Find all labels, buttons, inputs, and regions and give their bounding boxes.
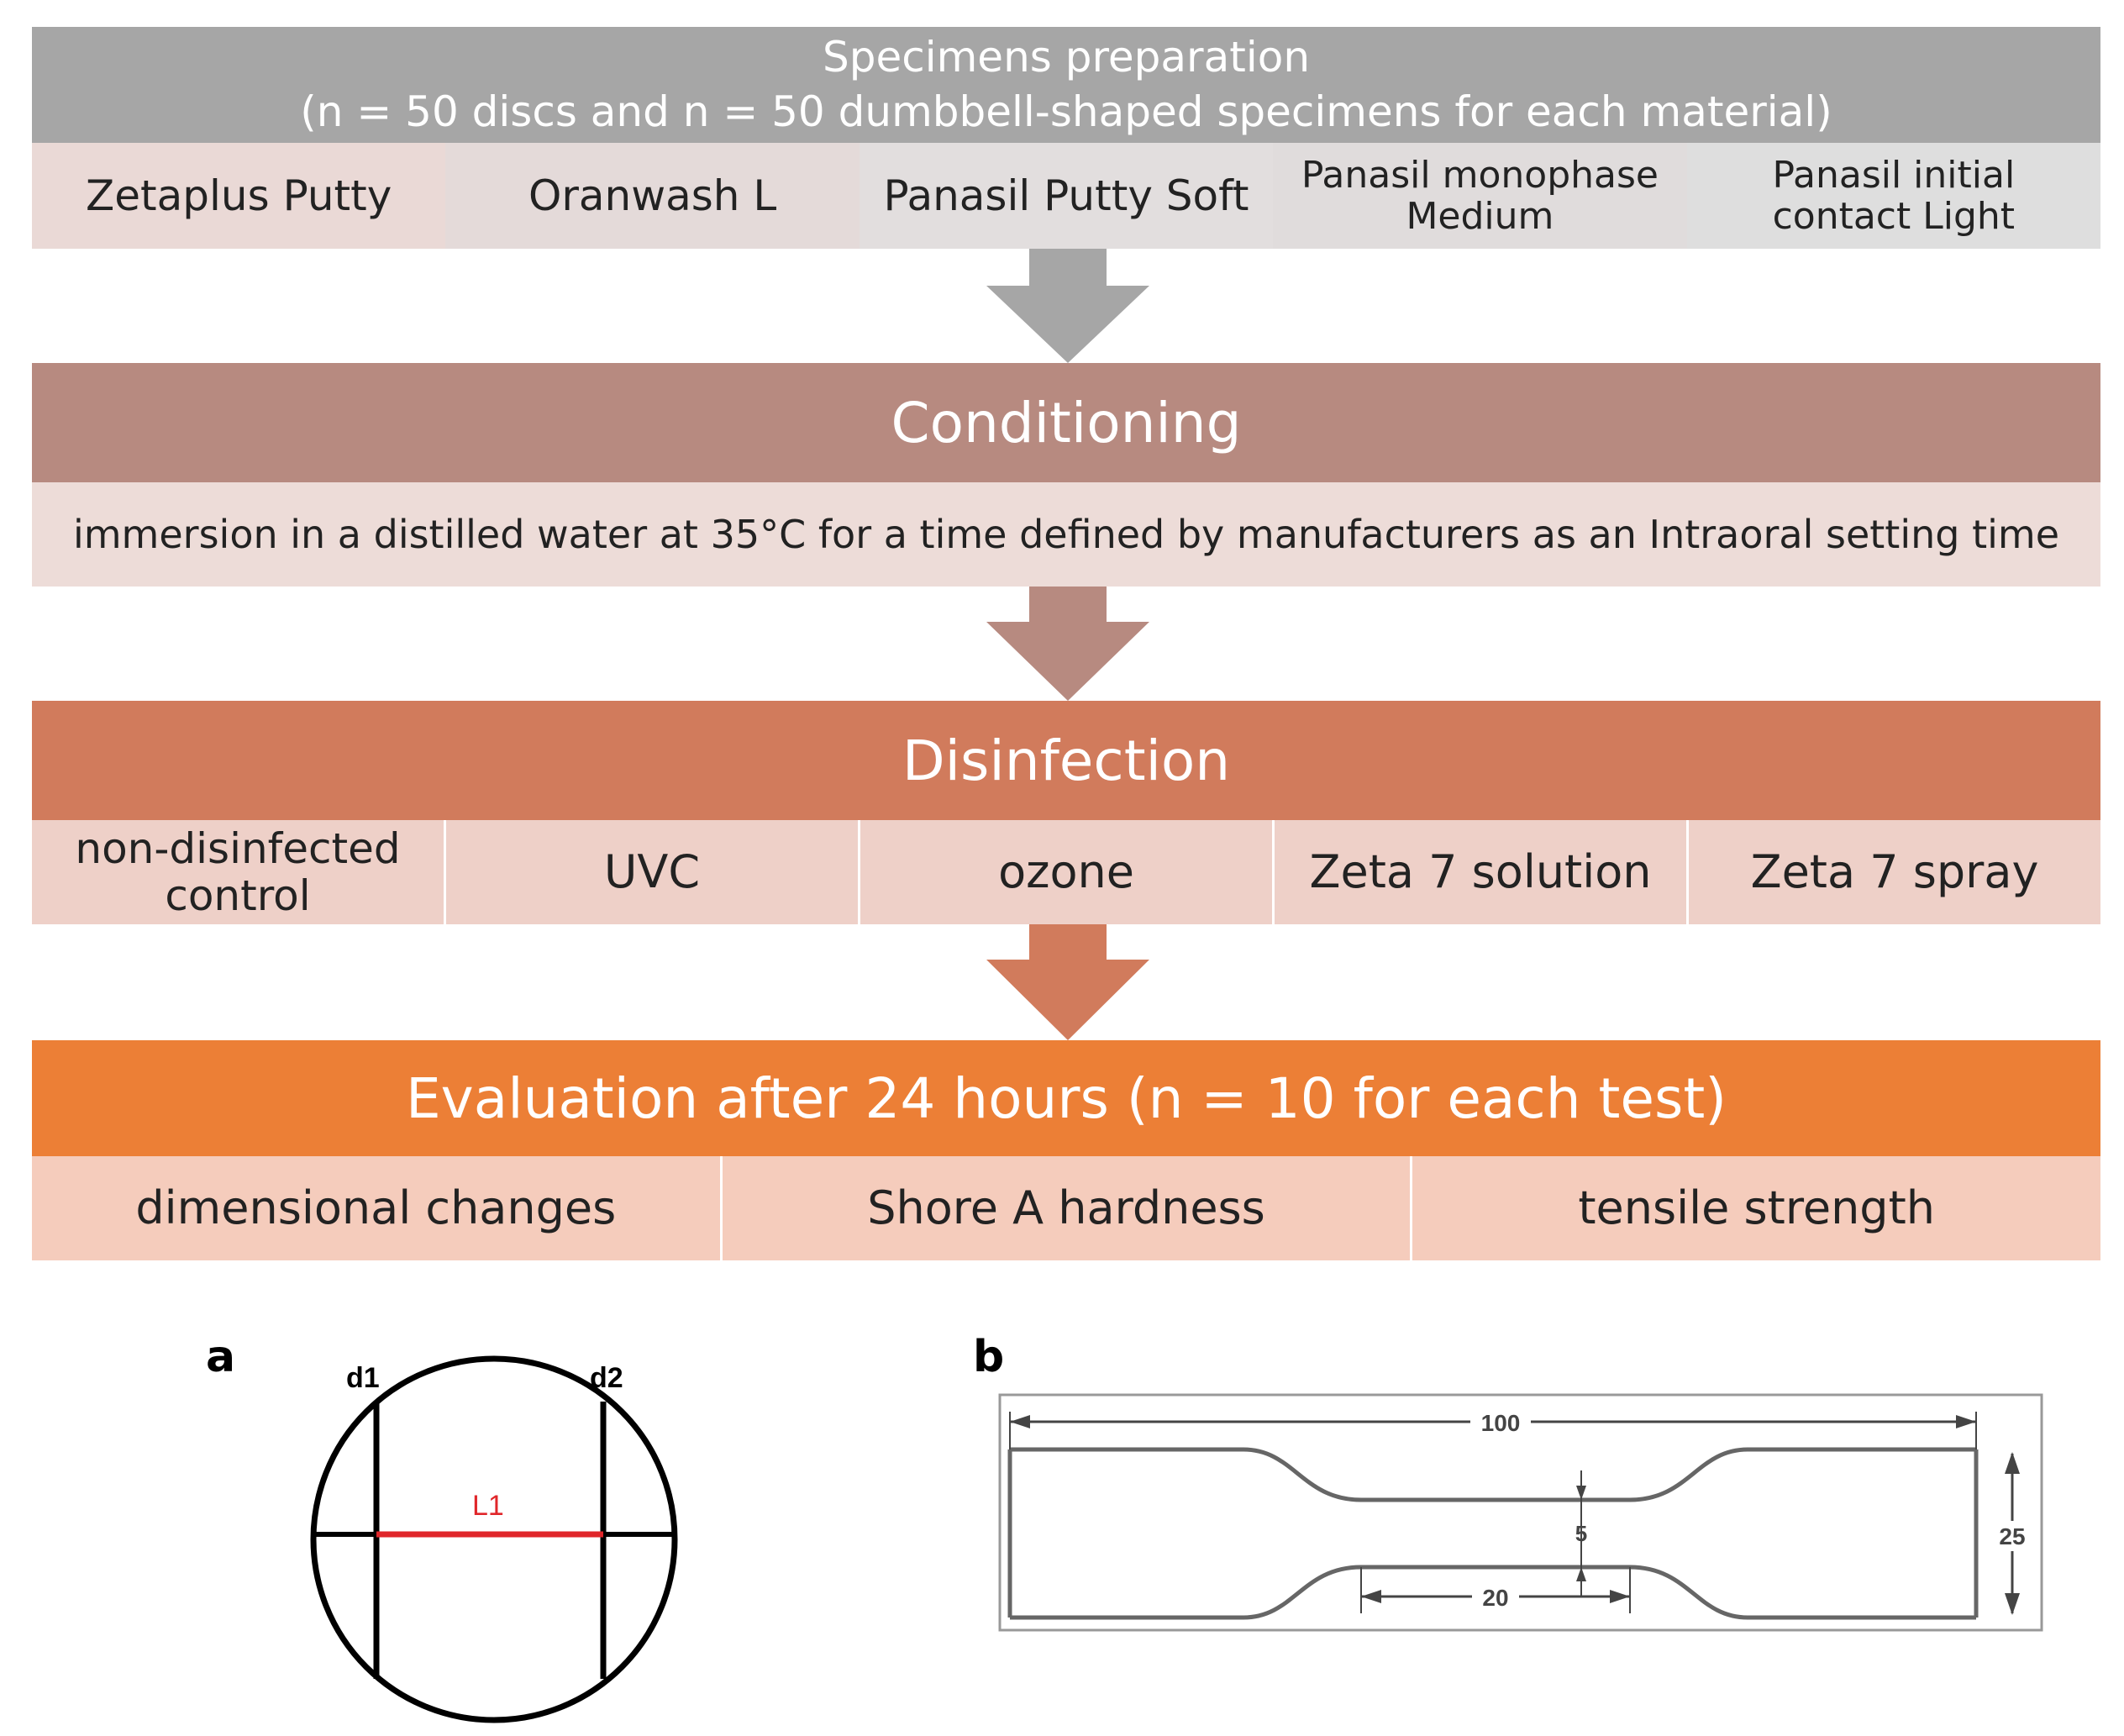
disinfection-header: Disinfection (32, 701, 2100, 820)
material-zetaplus-putty: Zetaplus Putty (32, 143, 446, 249)
conditioning-header: Conditioning (32, 363, 2100, 482)
outer-frame (998, 1393, 2043, 1632)
method-uvc: UVC (446, 820, 860, 924)
specimen-top-edge (1010, 1447, 1976, 1502)
method-non-disinfected-control: non-disinfected control (32, 820, 446, 924)
neck-width-label: 5 (1575, 1521, 1587, 1546)
dumbbell-specimen-diagram: 100 25 5 20 (998, 1393, 2043, 1632)
disinfection-methods-row: non-disinfected control UVC ozone Zeta 7… (32, 820, 2100, 924)
specimen-bottom-edge (1010, 1565, 1976, 1620)
material-panasil-monophase-medium: Panasil monophase Medium (1273, 143, 1687, 249)
arrow-down-1 (986, 249, 1149, 363)
d1-label: d1 (346, 1362, 380, 1394)
specimens-preparation-title: Specimens preparation (822, 33, 1311, 82)
material-panasil-initial-contact-light: Panasil initial contact Light (1686, 143, 2101, 249)
panel-b-label: b (973, 1332, 1005, 1382)
test-shore-a-hardness: Shore A hardness (722, 1156, 1413, 1260)
conditioning-description: immersion in a distilled water at 35°C f… (32, 482, 2100, 587)
neck-length-label: 20 (1482, 1585, 1508, 1611)
specimens-preparation-header: Specimens preparation (n = 50 discs and … (32, 27, 2100, 143)
test-tensile-strength: tensile strength (1412, 1156, 2101, 1260)
evaluation-header: Evaluation after 24 hours (n = 10 for ea… (32, 1040, 2100, 1156)
d2-label: d2 (590, 1362, 623, 1394)
l1-label: L1 (472, 1490, 504, 1522)
length-label: 100 (1481, 1410, 1521, 1436)
evaluation-tests-row: dimensional changes Shore A hardness ten… (32, 1156, 2101, 1260)
arrow-down-2 (986, 587, 1149, 701)
materials-row: Zetaplus Putty Oranwash L Panasil Putty … (32, 143, 2101, 249)
material-panasil-putty-soft: Panasil Putty Soft (859, 143, 1274, 249)
arrow-down-3 (986, 924, 1149, 1040)
test-dimensional-changes: dimensional changes (32, 1156, 723, 1260)
method-zeta7-spray: Zeta 7 spray (1689, 820, 2100, 924)
disc-specimen-diagram: d1 d2 L1 (310, 1355, 678, 1723)
method-ozone: ozone (860, 820, 1275, 924)
specimens-preparation-subtitle: (n = 50 discs and n = 50 dumbbell-shaped… (300, 87, 1832, 136)
material-oranwash-l: Oranwash L (445, 143, 860, 249)
disc-outline (310, 1355, 678, 1723)
width-label: 25 (1999, 1523, 2025, 1549)
panel-a-label: a (206, 1332, 236, 1382)
method-zeta7-solution: Zeta 7 solution (1275, 820, 1689, 924)
